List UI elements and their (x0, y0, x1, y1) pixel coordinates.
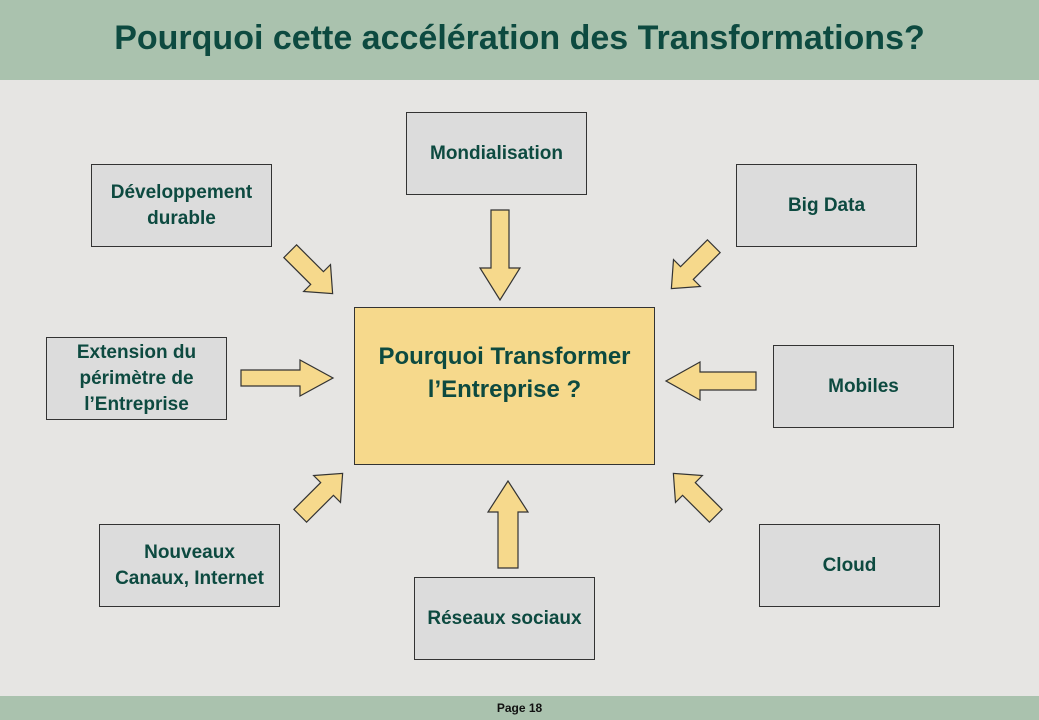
header-band: Pourquoi cette accélération des Transfor… (0, 0, 1039, 80)
slide-title: Pourquoi cette accélération des Transfor… (114, 19, 925, 57)
factor-box-big-data: Big Data (736, 164, 917, 247)
factor-box-reseaux-sociaux: Réseaux sociaux (414, 577, 595, 660)
factor-box-nouveaux-canaux: Nouveaux Canaux, Internet (99, 524, 280, 607)
central-question-box: Pourquoi Transformer l’Entreprise ? (354, 307, 655, 465)
page-number: Page 18 (496, 701, 543, 715)
arrow-diag-from-big-data (670, 238, 722, 290)
arrow-down-from-mondialisation (478, 209, 522, 302)
factor-box-developpement-durable: Développement durable (91, 164, 272, 247)
factor-box-mondialisation: Mondialisation (406, 112, 587, 195)
arrow-diag-from-developpement (282, 243, 334, 295)
arrow-up-from-reseaux (486, 479, 530, 569)
arrow-diag-from-cloud (672, 472, 724, 524)
factor-box-mobiles: Mobiles (773, 345, 954, 428)
arrow-left-from-mobiles (664, 360, 757, 402)
factor-box-cloud: Cloud (759, 524, 940, 607)
factor-box-extension-perimetre: Extension du périmètre de l’Entreprise (46, 337, 227, 420)
arrow-right-from-extension (240, 358, 335, 398)
arrow-diag-from-nouveaux (292, 472, 344, 524)
footer-band: Page 18 (0, 696, 1039, 720)
